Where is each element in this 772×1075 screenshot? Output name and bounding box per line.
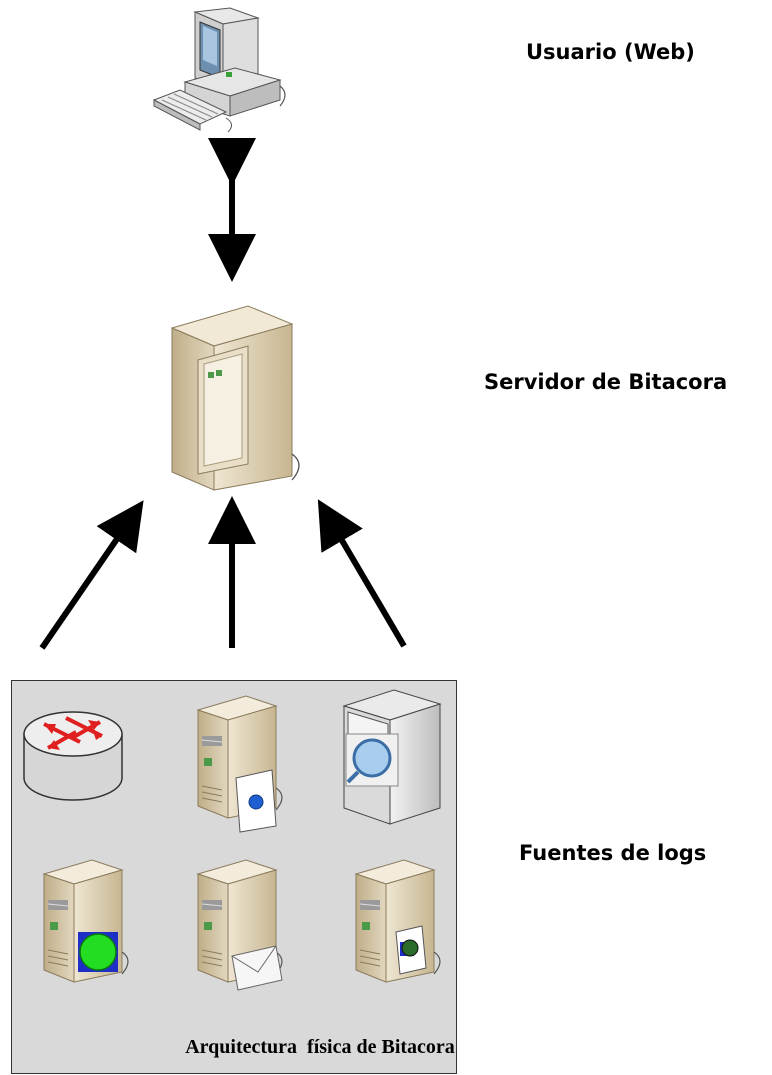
mail-server-icon	[197, 695, 283, 833]
database-server-icon	[43, 859, 129, 983]
desktop-computer-icon	[150, 7, 290, 136]
source-arrow-left	[39, 500, 144, 650]
figure-caption: Arquitectura física de Bitacora	[185, 1036, 455, 1058]
server-label: Servidor de Bitacora	[484, 370, 728, 394]
server-tower-icon	[168, 305, 300, 491]
log-sources-label: Fuentes de logs	[519, 841, 707, 865]
monitor-icon	[342, 689, 442, 825]
router-icon	[23, 711, 123, 801]
web-server-icon	[355, 859, 441, 983]
email-server-icon	[197, 859, 283, 991]
source-arrow-right	[317, 499, 407, 648]
user-label: Usuario (Web)	[526, 40, 695, 64]
